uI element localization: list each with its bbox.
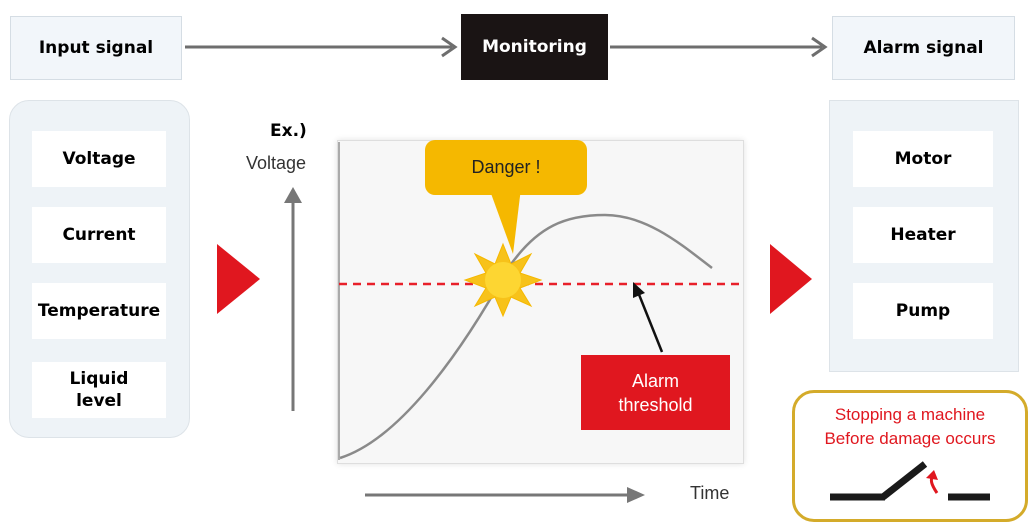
voltage-curve [339,213,713,460]
x-axis-arrow [365,487,645,503]
danger-bubble-tail [489,188,521,254]
chart-plot [338,142,742,460]
input-item-current: Current [32,207,166,263]
y-axis-arrow [284,187,302,411]
triangle-right-icon [770,244,812,314]
monitoring-box: Monitoring [461,14,608,80]
output-item-motor: Motor [853,131,993,187]
alarm-signal-box: Alarm signal [832,16,1015,80]
alarm-threshold-label: Alarm threshold [618,370,693,415]
note-line-1: Stopping a machine [834,405,986,424]
chart-x-label: Time [690,483,730,503]
output-item-heater: Heater [853,207,993,263]
chart-ex-label: Ex.) [270,121,307,141]
switch-icon [830,461,990,501]
input-item-voltage: Voltage [32,131,166,187]
triangle-right-icon [217,244,260,314]
monitoring-label: Monitoring [482,37,587,57]
input-item-liquid-level: Liquid level [32,362,166,418]
input-signal-label: Input signal [38,38,154,58]
danger-bubble: Danger ! [425,140,587,195]
alarm-threshold-box: Alarm threshold [581,355,730,430]
note-line-2: Before damage occurs [824,429,996,448]
alarm-signal-label: Alarm signal [863,38,984,58]
input-item-temperature: Temperature [32,283,166,339]
input-signal-box: Input signal [10,16,182,80]
output-item-pump: Pump [853,283,993,339]
danger-label: Danger ! [471,157,541,177]
chart-y-label: Voltage [246,153,307,173]
